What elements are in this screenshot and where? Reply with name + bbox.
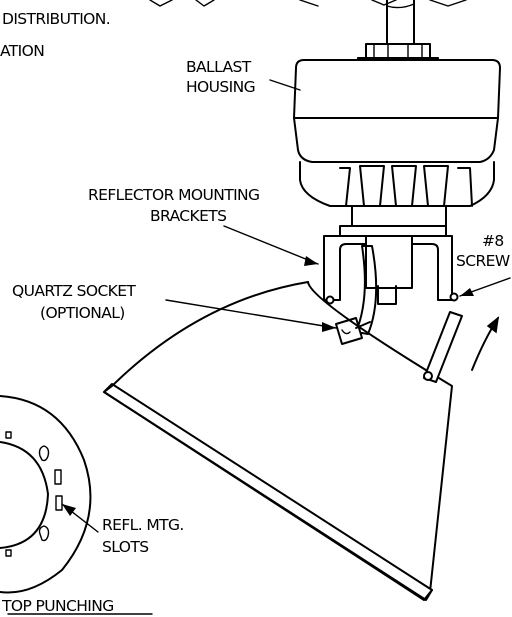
label-brackets-line-1: REFLECTOR MOUNTING [88, 186, 259, 204]
conduit-stem [357, 0, 439, 67]
label-brackets-line-2: BRACKETS [150, 207, 226, 225]
arrowhead-brackets [304, 256, 318, 266]
label-socket-line-2: (OPTIONAL) [40, 304, 125, 322]
label-slots-line-2: SLOTS [102, 538, 148, 556]
reflector [103, 281, 453, 601]
note-line-1: DISTRIBUTION. [2, 10, 110, 28]
arrowhead-socket [322, 322, 336, 332]
label-top-punching: TOP PUNCHING [1, 597, 114, 615]
label-ballast-line-2: HOUSING [186, 78, 255, 96]
note-line-2: ATION [0, 42, 44, 60]
mounting-brackets [323, 225, 459, 335]
ballast-housing [293, 59, 501, 227]
clipped-top-text [149, 0, 467, 7]
label-screw-line-2: SCREW [456, 252, 510, 270]
reflector-tab [423, 311, 463, 383]
label-slots-line-1: REFL. MTG. [102, 516, 184, 534]
arrowhead-screw [460, 288, 474, 296]
top-punching-view [0, 395, 92, 594]
leader-socket [165, 299, 337, 329]
label-ballast-line-1: BALLAST [186, 58, 252, 76]
label-screw-line-1: #8 [482, 232, 504, 250]
rotation-arrowhead [486, 316, 500, 334]
screw-head-left [325, 295, 335, 305]
leader-ballast [269, 79, 301, 91]
arrowhead-slots [62, 504, 76, 516]
screw-head-right [449, 292, 459, 302]
leader-brackets [223, 225, 319, 265]
label-socket-line-1: QUARTZ SOCKET [12, 282, 136, 300]
